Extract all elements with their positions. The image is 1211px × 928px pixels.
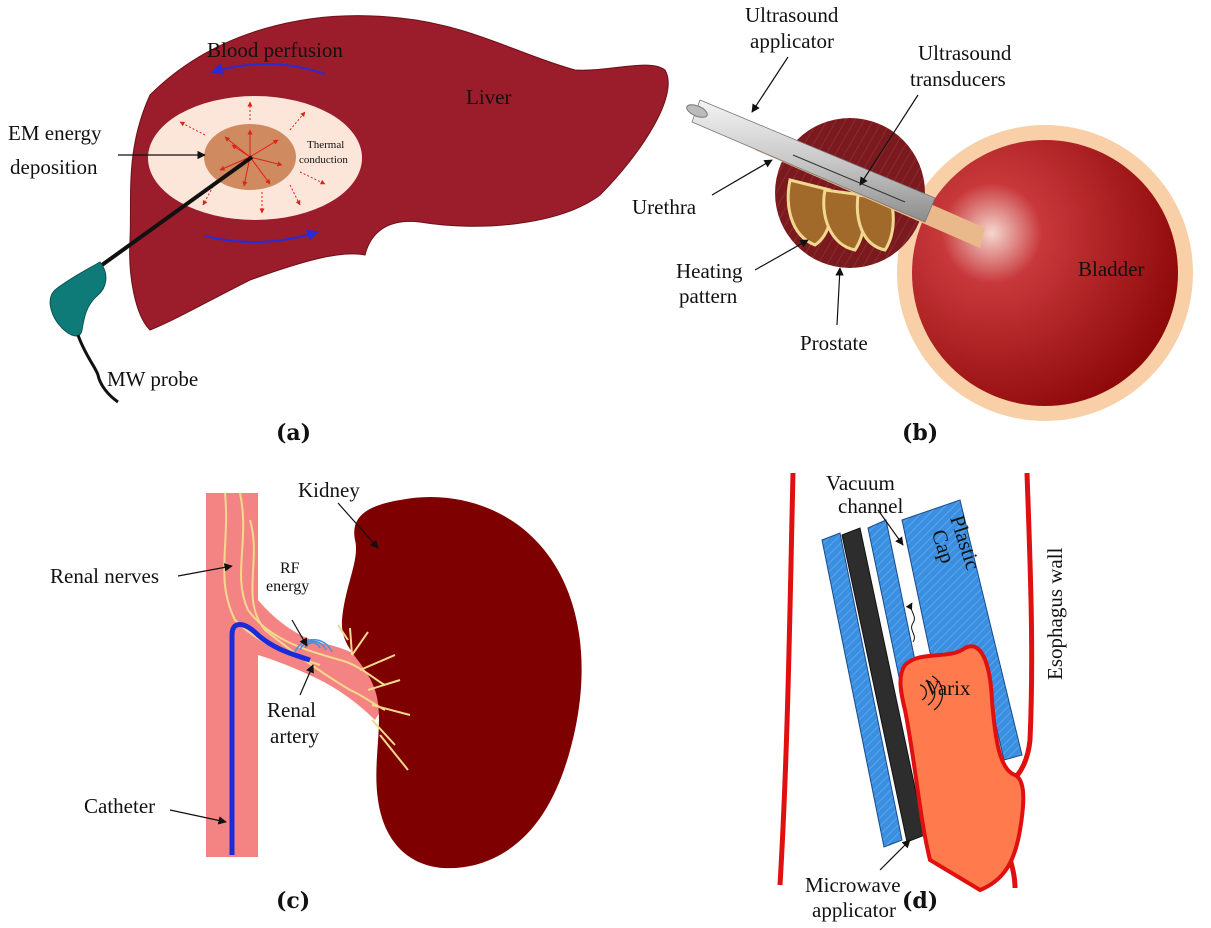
caption-c: (c): [276, 888, 310, 914]
label-em-line2: deposition: [10, 155, 98, 179]
label-renal-line2: artery: [270, 724, 319, 748]
label-heating-line1: Heating: [676, 259, 743, 283]
panel-c: Kidney Renal nerves RF energy Renal arte…: [50, 478, 582, 914]
label-applicator-line1: Ultrasound: [745, 3, 839, 27]
label-microwave-line2: applicator: [812, 898, 896, 922]
caption-d: (d): [902, 888, 938, 914]
label-heating-line2: pattern: [679, 284, 738, 308]
label-varix: Varix: [925, 676, 971, 700]
label-thermal-line1: Thermal: [307, 139, 344, 151]
panel-d: Vacuum channel Plastic Cap Esophagus wal…: [780, 471, 1067, 922]
label-renal-nerves: Renal nerves: [50, 564, 159, 588]
label-prostate: Prostate: [800, 331, 868, 355]
label-rf-line1: RF: [280, 560, 300, 577]
label-blood-perfusion: Blood perfusion: [207, 38, 343, 62]
suction-squiggle: [911, 603, 914, 642]
panel-b: Ultrasound applicator Ultrasound transdu…: [632, 3, 1193, 446]
pointer-prostate: [837, 268, 840, 325]
label-thermal-line2: conduction: [299, 154, 348, 166]
label-liver: Liver: [466, 85, 511, 109]
panel-a: Blood perfusion Liver EM energy depositi…: [8, 16, 668, 446]
caption-b: (b): [902, 420, 938, 446]
label-microwave-line1: Microwave: [805, 873, 901, 897]
label-rf-line2: energy: [266, 578, 309, 595]
pointer-applicator: [752, 57, 788, 112]
kidney: [342, 497, 582, 868]
label-esophagus-wall: Esophagus wall: [1043, 547, 1067, 680]
label-catheter: Catheter: [84, 794, 155, 818]
pointer-heating: [755, 240, 808, 270]
label-transducers-line1: Ultrasound: [918, 41, 1012, 65]
label-vacuum-line1: Vacuum: [826, 471, 895, 495]
pointer-urethra: [712, 160, 772, 195]
caption-a: (a): [276, 420, 311, 446]
mw-probe-handle: [50, 262, 106, 336]
label-mw-probe: MW probe: [107, 367, 198, 391]
esophagus-wall-left: [780, 473, 793, 885]
label-applicator-line2: applicator: [750, 29, 834, 53]
label-bladder: Bladder: [1078, 257, 1144, 281]
label-renal-line1: Renal: [267, 698, 316, 722]
label-em-line1: EM energy: [8, 121, 102, 145]
label-kidney: Kidney: [298, 478, 360, 502]
label-transducers-line2: transducers: [910, 67, 1006, 91]
label-vacuum-line2: channel: [838, 494, 903, 518]
label-urethra: Urethra: [632, 195, 697, 219]
